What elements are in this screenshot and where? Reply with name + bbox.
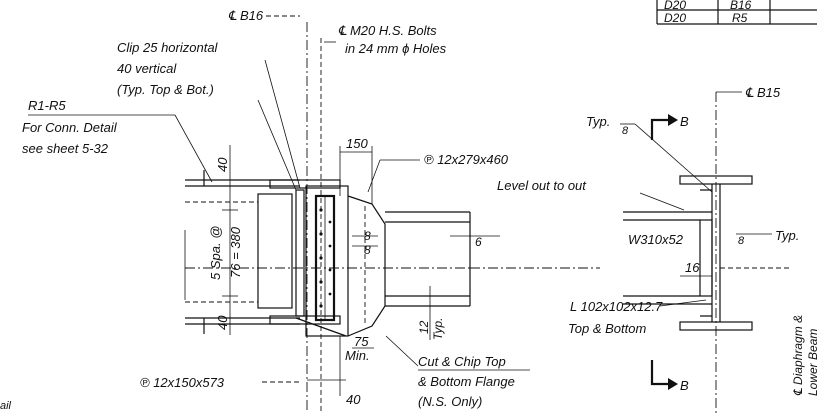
reference-table: D20 B16 D20 R5 [656,0,817,25]
weld-6: 6 [475,235,482,249]
dim-40-min: 40 [346,392,361,407]
clip-label-3: (Typ. Top & Bot.) [117,82,214,97]
typ-right-label: Typ. [775,228,799,243]
dim-16: 16 [685,260,700,275]
clip-label-2: 40 vertical [117,61,177,76]
dim-40-bottom: 40 [215,315,230,330]
angle-label-1: L 102x102x12.7 [570,299,663,314]
typ-top-label: Typ. [586,114,610,129]
cut-label-3: (N.S. Only) [418,394,482,409]
holes-label: in 24 mm ɸ Holes [345,41,447,56]
weld-8b: 8 [364,243,371,257]
diaphragm-label: ℄ Diaphragm & [791,315,805,396]
lower-beam-label: Lower Beam [806,329,817,396]
table-cell-r2c1: D20 [664,11,686,25]
cl-bolts-label: ℄ M20 H.S. Bolts [338,23,437,38]
clip-label-1: Clip 25 horizontal [117,40,219,55]
w310-label: W310x52 [628,232,684,247]
connection-plates [269,179,386,337]
dim-12-typ: Typ. [431,318,445,340]
bolt-group [319,208,332,308]
partial-text: ail [0,400,12,412]
stub-beam [385,211,471,307]
w310-beam [623,211,713,305]
cl-b16-label: ℄ B16 [228,8,264,23]
spacing-label: 5 Spa. @ [208,226,223,280]
clip-leader [264,59,301,189]
w-section [679,175,753,331]
section-b-top: B [680,114,689,129]
angle-label-2: Top & Bottom [568,321,646,336]
conn-detail-1: For Conn. Detail [22,120,118,135]
dim-min: Min. [345,348,370,363]
weld-8-top: 8 [622,125,629,137]
weld-8a: 8 [364,229,371,243]
plate-top-label: ℗ 12x279x460 [424,152,509,167]
weld-8-right: 8 [738,235,745,247]
table-cell-r1c1: D20 [664,0,686,12]
cut-label-2: & Bottom Flange [418,374,515,389]
conn-detail-2: see sheet 5-32 [22,141,109,156]
r1-r5-label: R1-R5 [28,98,66,113]
cut-label-1: Cut & Chip Top [418,354,506,369]
level-label: Level out to out [497,178,587,193]
section-b-bottom: B [680,378,689,393]
dim-40-top: 40 [215,157,230,172]
section-b-marks: B B [650,114,689,393]
cl-b15-label: ℄ B15 [745,85,781,100]
dim-75: 75 [354,334,369,349]
plate-bottom-label: ℗ 12x150x573 [140,375,225,390]
dim-12: 12 [417,320,431,334]
table-cell-r2c2: R5 [732,11,748,25]
table-cell-r1c2: B16 [730,0,752,12]
spacing-value: 76 = 380 [228,226,243,278]
dim-150: 150 [346,136,368,151]
